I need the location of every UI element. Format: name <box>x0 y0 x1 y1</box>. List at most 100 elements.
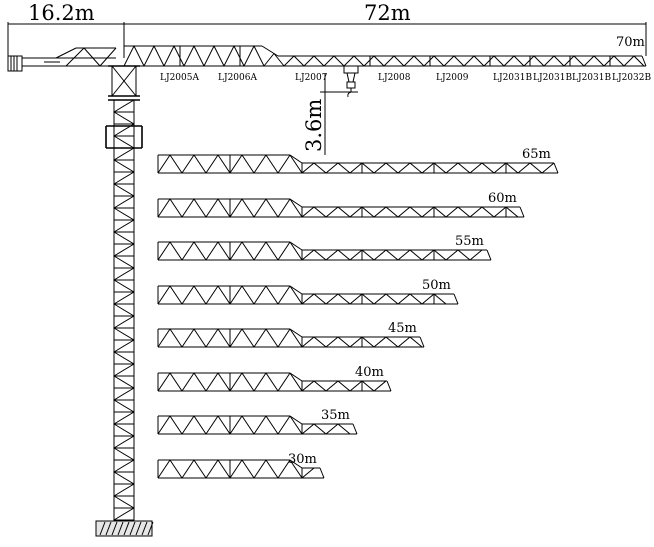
lattice-diagonal <box>385 336 399 348</box>
lattice-diagonal <box>409 206 423 218</box>
mast-diagonal <box>113 363 135 377</box>
mast-diagonal <box>113 183 135 197</box>
mast-diagonal <box>113 399 135 413</box>
lattice-diagonal <box>543 55 555 67</box>
lattice-diagonal <box>205 241 219 261</box>
lattice-diagonal <box>205 328 219 348</box>
lattice-diagonal <box>383 55 395 67</box>
lattice-diagonal <box>243 45 255 67</box>
lattice-diagonal <box>229 198 243 218</box>
lattice-diagonal <box>385 162 399 174</box>
lattice-diagonal <box>169 459 183 479</box>
lattice-diagonal <box>313 423 327 435</box>
lattice-diagonal <box>289 459 303 479</box>
lattice-diagonal <box>277 328 291 348</box>
mast-diagonal <box>113 339 135 353</box>
lattice-diagonal <box>373 249 387 261</box>
mast-diagonal <box>113 147 135 161</box>
foundation-hatch-line <box>147 521 154 536</box>
lattice-diagonal <box>469 162 483 174</box>
lattice-diagonal <box>323 55 335 67</box>
lattice-diagonal <box>217 154 231 174</box>
lattice-diagonal <box>361 249 375 261</box>
lattice-diagonal <box>277 415 291 435</box>
mast-diagonal <box>113 459 135 473</box>
mast-diagonal <box>113 267 135 281</box>
lattice-diagonal <box>253 415 267 435</box>
mast-diagonal <box>113 315 135 329</box>
lattice-diagonal <box>397 293 411 305</box>
jib-length-label-60m: 60m <box>488 191 517 206</box>
lattice-diagonal <box>153 45 165 67</box>
mast-diagonal <box>113 483 135 497</box>
top-chord-transition-50m <box>289 285 303 295</box>
lattice-diagonal <box>343 55 355 67</box>
lattice-diagonal <box>229 154 243 174</box>
lattice-diagonal <box>253 45 265 67</box>
lattice-diagonal <box>277 459 291 479</box>
lattice-diagonal <box>181 154 195 174</box>
lattice-diagonal <box>213 45 225 67</box>
mast-diagonal <box>113 123 135 137</box>
lattice-diagonal <box>265 328 279 348</box>
lattice-diagonal <box>409 162 423 174</box>
jib-config-35m: 35m <box>157 408 358 435</box>
lattice-diagonal <box>325 423 339 435</box>
counter-jib <box>7 47 117 72</box>
mast-diagonal <box>113 291 135 305</box>
jib-tip-50m <box>453 293 459 305</box>
mast-diagonal <box>113 279 135 293</box>
mast-diagonal <box>113 387 135 401</box>
lattice-diagonal <box>205 415 219 435</box>
lattice-diagonal <box>481 162 495 174</box>
lattice-diagonal <box>337 293 351 305</box>
lattice-diagonal <box>263 53 275 67</box>
lattice-diagonal <box>373 293 387 305</box>
mast-diagonal <box>113 327 135 341</box>
lattice-diagonal <box>203 45 215 67</box>
lattice-diagonal <box>361 380 375 392</box>
mast-diagonal <box>113 351 135 365</box>
mast-diagonal <box>113 411 135 425</box>
lattice-diagonal <box>325 206 339 218</box>
lattice-diagonal <box>217 459 231 479</box>
lattice-diagonal <box>123 45 135 67</box>
lattice-diagonal <box>277 372 291 392</box>
lattice-diagonal <box>253 241 267 261</box>
foundation-hatch-line <box>117 521 124 536</box>
mast-diagonal <box>113 135 135 149</box>
mast-diagonal <box>113 219 135 233</box>
lattice-diagonal <box>157 459 171 479</box>
lattice-diagonal <box>385 293 399 305</box>
lattice-diagonal <box>253 198 267 218</box>
lattice-diagonal <box>433 162 447 174</box>
lattice-diagonal <box>217 415 231 435</box>
mast-diagonal <box>113 375 135 389</box>
lattice-diagonal <box>169 241 183 261</box>
lattice-diagonal <box>513 55 525 67</box>
lattice-diagonal <box>181 285 195 305</box>
top-chord-transition-65m <box>289 154 303 164</box>
lattice-diagonal <box>169 372 183 392</box>
lattice-diagonal <box>593 55 605 67</box>
lattice-diagonal <box>253 459 267 479</box>
lattice-diagonal <box>193 372 207 392</box>
mast-diagonal <box>113 303 135 317</box>
lattice-diagonal <box>393 55 405 67</box>
lattice-diagonal <box>301 293 315 305</box>
lattice-diagonal <box>289 241 303 261</box>
lattice-diagonal <box>169 198 183 218</box>
lattice-diagonal <box>169 285 183 305</box>
lattice-diagonal <box>313 162 327 174</box>
jib-segment-labels: LJ2005A LJ2006A LJ2007 LJ2008 LJ2009 LJ2… <box>160 73 651 83</box>
lattice-diagonal <box>361 206 375 218</box>
jib-config-65m: 65m <box>157 147 559 174</box>
lattice-diagonal <box>409 249 423 261</box>
jib-length-label-45m: 45m <box>388 321 417 336</box>
lattice-diagonal <box>397 206 411 218</box>
lattice-diagonal <box>265 154 279 174</box>
lattice-diagonal <box>303 55 315 67</box>
lattice-diagonal <box>445 249 459 261</box>
